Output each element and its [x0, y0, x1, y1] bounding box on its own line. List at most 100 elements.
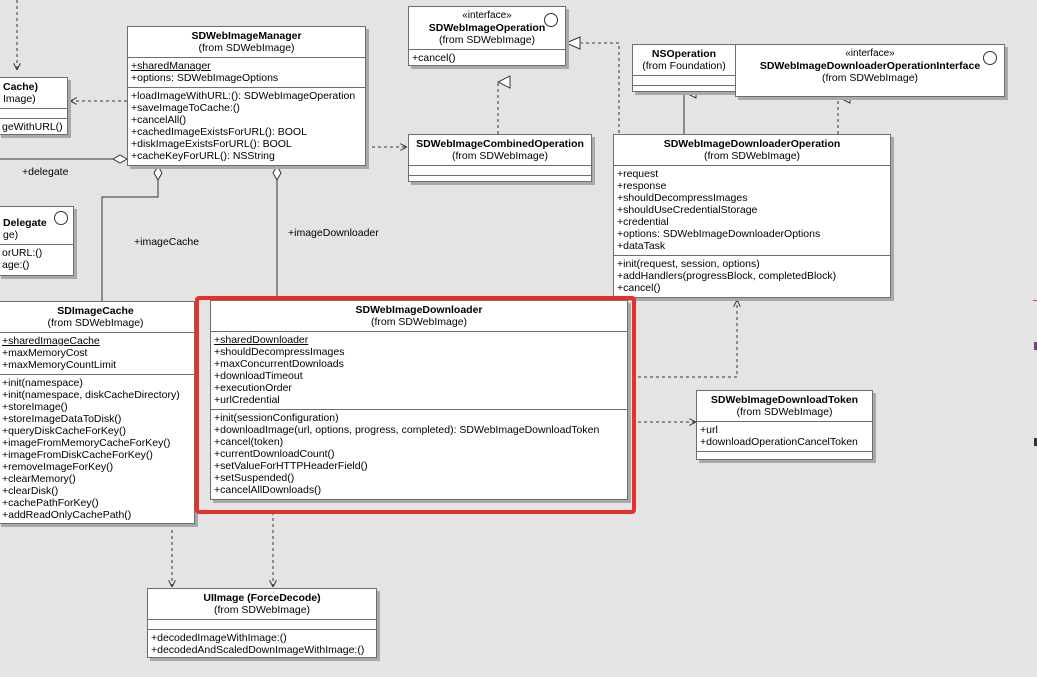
class-from: (from SDWebImage) — [451, 150, 549, 162]
attr-row: +downloadTimeout — [214, 370, 303, 382]
right-edge-marker — [1034, 342, 1037, 350]
class-name: SDWebImageDownloader — [355, 304, 483, 316]
class-sdimagecache[interactable]: SDImageCache (from SDWebImage) +sharedIm… — [0, 301, 195, 524]
class-downloadtoken[interactable]: SDWebImageDownloadToken (from SDWebImage… — [696, 390, 873, 460]
method-row: +imageFromMemoryCacheForKey() — [2, 437, 171, 449]
method-row: +decodedAndScaledDownImageWithImage:() — [151, 644, 365, 656]
selection-highlight — [195, 296, 636, 514]
method-row: +currentDownloadCount() — [214, 448, 335, 460]
attr-row: +credential — [617, 216, 669, 228]
class-from: (from SDWebImage) — [370, 316, 468, 328]
attr-row: +shouldDecompressImages — [214, 346, 345, 358]
class-stereotype: «interface» — [462, 10, 512, 21]
method-row: +cancel() — [617, 282, 661, 294]
method-row: +cachePathForKey() — [2, 497, 99, 509]
label-imagecache: +imageCache — [134, 236, 200, 248]
right-edge-marker — [1033, 300, 1037, 301]
class-from: (from SDWebImage) — [47, 317, 144, 329]
method-row: +cancelAllDownloads() — [214, 484, 322, 496]
class-nsoperation[interactable]: NSOperation (from Foundation) — [632, 44, 736, 92]
class-delegate-left[interactable]: Delegate ge) orURL:() age:() — [0, 206, 74, 276]
class-name: UIImage (ForceDecode) — [203, 592, 321, 604]
method-row: +init(sessionConfiguration) — [214, 412, 339, 424]
attr-row: +maxMemoryCost — [2, 347, 88, 359]
method-row: +decodedImageWithImage:() — [151, 632, 287, 644]
method-row: +storeImageDataToDisk() — [2, 413, 122, 425]
attr-row: +downloadOperationCancelToken — [700, 436, 858, 448]
class-from: (from SDWebImage) — [213, 604, 311, 616]
right-edge-marker — [1034, 438, 1037, 446]
class-sdwebimagedownloader[interactable]: SDWebImageDownloader (from SDWebImage) +… — [210, 300, 628, 500]
assoc-imagecache — [101, 180, 159, 301]
class-sdwebimagemanager[interactable]: SDWebImageManager (from SDWebImage) +sha… — [127, 26, 366, 166]
method-row: +loadImageWithURL:(): SDWebImageOperatio… — [131, 90, 356, 102]
method-row: +addReadOnlyCachePath() — [2, 509, 132, 521]
method-row: +diskImageExistsForURL(): BOOL — [131, 138, 292, 150]
class-from: (from SDWebImage) — [736, 406, 833, 418]
class-from: (from SDWebImage) — [703, 150, 801, 162]
attr-row: +sharedDownloader — [214, 334, 309, 346]
interface-circle-icon — [983, 51, 997, 65]
class-name: SDWebImageOperation — [428, 22, 546, 34]
method-row: +setSuspended() — [214, 472, 295, 484]
attr-row: +options: SDWebImageOptions — [131, 72, 279, 84]
class-combinedoperation[interactable]: SDWebImageCombinedOperation (from SDWebI… — [408, 134, 592, 182]
label-delegate: +delegate — [22, 166, 69, 178]
method-row: +init(namespace, diskCacheDirectory) — [2, 389, 180, 401]
class-cache-left[interactable]: Cache) Image) geWithURL() — [0, 77, 68, 135]
method-row: +storeImage() — [2, 401, 68, 413]
label-imagedownloader: +imageDownloader — [288, 227, 379, 239]
method-row: +imageFromDiskCacheForKey() — [2, 449, 153, 461]
method-row: +init(request, session, options) — [617, 258, 760, 270]
method-row: orURL:() — [2, 247, 43, 259]
class-name: SDImageCache — [57, 305, 134, 317]
realize-dlop-op — [581, 42, 620, 133]
attr-row: +options: SDWebImageDownloaderOptions — [617, 228, 821, 240]
class-from: Image) — [3, 93, 36, 105]
method-row: +removeImageForKey() — [2, 461, 114, 473]
class-uiimage-forcedecode[interactable]: UIImage (ForceDecode) (from SDWebImage) … — [147, 588, 377, 658]
method-row: +addHandlers(progressBlock, completedBlo… — [617, 270, 837, 282]
interface-circle-icon — [54, 211, 68, 225]
class-from: (from Foundation) — [642, 60, 726, 72]
attr-row: +maxConcurrentDownloads — [214, 358, 344, 370]
class-name: SDWebImageCombinedOperation — [416, 138, 584, 150]
attr-row: +sharedManager — [131, 60, 211, 72]
attr-row: +sharedImageCache — [2, 335, 100, 347]
method-row: geWithURL() — [2, 121, 63, 133]
method-row: +cachedImageExistsForURL(): BOOL — [131, 126, 307, 138]
class-name: SDWebImageManager — [191, 30, 302, 42]
method-row: +clearDisk() — [2, 485, 59, 497]
method-row: +queryDiskCacheForKey() — [2, 425, 127, 437]
attr-row: +urlCredential — [214, 394, 280, 406]
class-from: (from SDWebImage) — [821, 72, 919, 84]
interface-circle-icon — [544, 13, 558, 27]
attr-row: +request — [617, 168, 659, 180]
attr-row: +url — [700, 424, 718, 436]
method-row: +cancel(token) — [214, 436, 284, 448]
method-row: +cacheKeyForURL(): NSString — [131, 150, 275, 162]
class-name: Cache) — [3, 81, 39, 93]
method-row: +clearMemory() — [2, 473, 76, 485]
attr-row: +shouldDecompressImages — [617, 192, 748, 204]
class-from: (from SDWebImage) — [438, 34, 536, 46]
class-downloaderoperation[interactable]: SDWebImageDownloaderOperation (from SDWe… — [613, 134, 891, 298]
method-row: age:() — [2, 259, 30, 271]
class-name: SDWebImageDownloadToken — [710, 394, 859, 406]
class-name: Delegate — [3, 217, 47, 229]
class-name: NSOperation — [651, 48, 717, 60]
dep-downloader-dlop — [632, 300, 737, 378]
class-from: (from SDWebImage) — [198, 42, 295, 54]
attr-row: +maxMemoryCountLimit — [2, 359, 117, 371]
class-sdwebimageoperation[interactable]: «interface» SDWebImageOperation (from SD… — [408, 6, 566, 66]
method-row: +saveImageToCache:() — [131, 102, 240, 114]
method-row: +cancel() — [412, 52, 456, 64]
class-name: SDWebImageDownloaderOperationInterface — [759, 60, 981, 72]
attr-row: +shouldUseCredentialStorage — [617, 204, 758, 216]
method-row: +cancelAll() — [131, 114, 187, 126]
class-stereotype: «interface» — [845, 48, 895, 59]
attr-row: +dataTask — [617, 240, 666, 252]
class-downloaderoperationinterface[interactable]: «interface» SDWebImageDownloaderOperatio… — [735, 44, 1005, 97]
method-row: +init(namespace) — [2, 377, 83, 389]
